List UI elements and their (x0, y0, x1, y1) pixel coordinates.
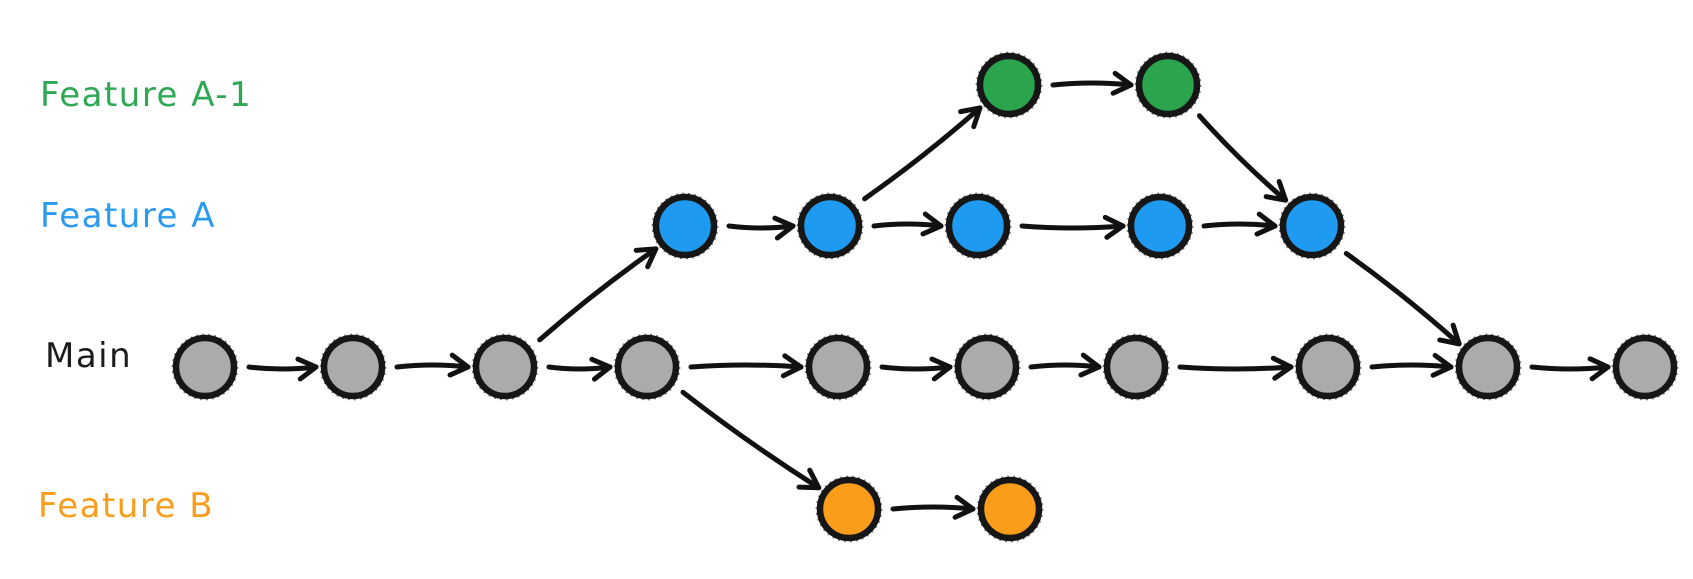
edge-a1-a2 (726, 215, 796, 241)
commit-node-m6 (954, 334, 1020, 400)
commit-node-a2 (797, 193, 863, 259)
edge-g1-g2 (1050, 70, 1134, 96)
commit-node-rough-ring-a4 (1126, 192, 1194, 260)
commit-node-rough-ring-m2 (319, 333, 387, 401)
commit-node-m1 (172, 334, 238, 400)
edge-a3-a4 (1019, 214, 1126, 240)
branch-label-main: Main (45, 336, 132, 376)
commit-node-m10 (1612, 334, 1678, 400)
edge-m2-m3 (394, 352, 471, 378)
commit-node-rough-ring-m8 (1294, 333, 1362, 401)
commit-node-rough-ring-b1 (815, 475, 883, 543)
edge-m5-m6 (879, 356, 953, 382)
commit-node-rough-ring-b2 (976, 475, 1044, 543)
edge-a2-g1 (862, 105, 983, 202)
commit-node-a4 (1127, 193, 1193, 259)
commit-node-rough-ring-m9 (1454, 333, 1522, 401)
edge-m4-m5 (688, 353, 804, 379)
branch-label-feature_b: Feature B (38, 486, 214, 526)
commit-node-m5 (805, 334, 871, 400)
commit-node-rough-ring-m5 (804, 333, 872, 401)
commit-node-rough-ring-a2 (796, 192, 864, 260)
commit-node-rough-ring-a5 (1278, 192, 1346, 260)
edges-layer (246, 70, 1611, 520)
edge-m1-m2 (246, 356, 319, 382)
commit-node-m4 (614, 334, 680, 400)
commit-node-a1 (652, 193, 718, 259)
commit-node-rough-ring-m1 (171, 333, 239, 401)
edge-m6-m7 (1028, 352, 1102, 378)
commit-node-b1 (816, 476, 882, 542)
nodes-layer (171, 51, 1679, 543)
edge-m3-a1 (537, 246, 659, 343)
commit-node-rough-ring-m3 (471, 333, 539, 401)
commit-node-m9 (1455, 334, 1521, 400)
edge-m9-m10 (1529, 356, 1611, 382)
edge-m3-m4 (546, 356, 613, 382)
commit-node-b2 (977, 476, 1043, 542)
edge-b1-b2 (890, 494, 976, 520)
commit-node-rough-ring-m7 (1102, 333, 1170, 401)
commit-node-rough-ring-m10 (1611, 333, 1679, 401)
commit-node-m7 (1103, 334, 1169, 400)
commit-node-a3 (945, 193, 1011, 259)
commit-node-m3 (472, 334, 538, 400)
edge-g2-a5 (1196, 113, 1289, 203)
commit-node-rough-ring-a1 (651, 192, 719, 260)
commit-node-rough-ring-g2 (1134, 51, 1202, 119)
edge-a5-m9 (1343, 251, 1462, 347)
commit-node-a5 (1279, 193, 1345, 259)
commit-node-g1 (976, 52, 1042, 118)
commit-node-rough-ring-m6 (953, 333, 1021, 401)
edge-m8-m9 (1369, 352, 1454, 378)
commit-node-m2 (320, 334, 386, 400)
edge-a4-a5 (1201, 211, 1278, 237)
commit-node-m8 (1295, 334, 1361, 400)
commit-node-rough-ring-a3 (944, 192, 1012, 260)
edge-m4-b1 (680, 389, 822, 491)
commit-node-g2 (1135, 52, 1201, 118)
commit-node-rough-ring-g1 (975, 51, 1043, 119)
branch-label-feature_a1: Feature A-1 (40, 75, 252, 115)
edge-m7-m8 (1177, 355, 1294, 381)
commit-node-rough-ring-m4 (613, 333, 681, 401)
branch-label-feature_a: Feature A (40, 196, 216, 236)
edge-a2-a3 (871, 211, 944, 237)
